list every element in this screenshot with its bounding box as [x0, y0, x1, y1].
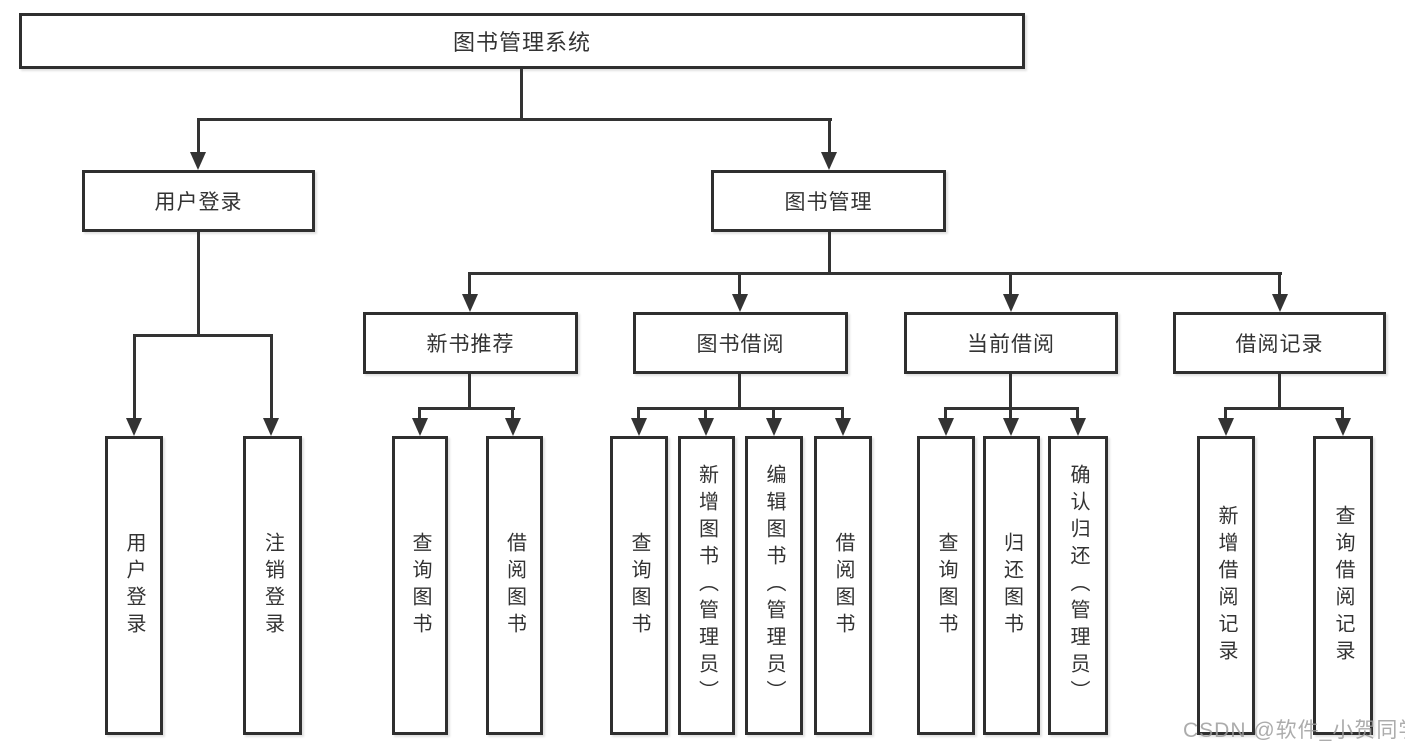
connector-line — [468, 374, 471, 408]
connector-line — [1341, 407, 1344, 420]
arrowhead-down-icon — [263, 418, 279, 436]
connector-line — [133, 334, 273, 337]
connector-line — [1076, 407, 1079, 420]
connector-line — [637, 407, 844, 410]
arrowhead-down-icon — [190, 152, 206, 170]
leaf-user-login: 用户登录 — [105, 436, 163, 735]
arrowhead-down-icon — [462, 294, 478, 312]
arrowhead-down-icon — [505, 418, 521, 436]
arrowhead-down-icon — [1070, 418, 1086, 436]
arrowhead-down-icon — [1218, 418, 1234, 436]
leaf-return-book: 归还图书 — [983, 436, 1040, 735]
connector-line — [944, 407, 947, 420]
node-root: 图书管理系统 — [19, 13, 1025, 69]
arrowhead-down-icon — [412, 418, 428, 436]
connector-line — [1009, 374, 1012, 408]
connector-line — [1009, 407, 1012, 420]
arrowhead-down-icon — [1335, 418, 1351, 436]
connector-line — [637, 407, 640, 420]
arrowhead-down-icon — [938, 418, 954, 436]
connector-line — [1224, 407, 1344, 410]
connector-line — [197, 232, 200, 335]
arrowhead-down-icon — [1272, 294, 1288, 312]
leaf-logout: 注销登录 — [243, 436, 302, 735]
connector-line — [1224, 407, 1227, 420]
leaf-borrow-books-rec: 借阅图书 — [486, 436, 543, 735]
connector-line — [828, 232, 831, 273]
connector-line — [738, 374, 741, 408]
connector-line — [197, 118, 832, 121]
arrowhead-down-icon — [698, 418, 714, 436]
connector-line — [468, 272, 471, 296]
leaf-add-borrow-record: 新增借阅记录 — [1197, 436, 1255, 735]
node-new-book-rec: 新书推荐 — [363, 312, 578, 374]
watermark-text: CSDN @软件_小贺同学 — [1183, 719, 1405, 742]
connector-line — [738, 272, 741, 296]
connector-line — [828, 118, 831, 154]
connector-line — [197, 118, 200, 154]
connector-line — [704, 407, 707, 420]
connector-line — [772, 407, 775, 420]
connector-line — [511, 407, 514, 420]
arrowhead-down-icon — [835, 418, 851, 436]
arrowhead-down-icon — [1003, 294, 1019, 312]
connector-line — [133, 334, 136, 418]
arrowhead-down-icon — [631, 418, 647, 436]
leaf-add-book-admin: 新增图书（管理员） — [678, 436, 735, 735]
node-book-borrow: 图书借阅 — [633, 312, 848, 374]
leaf-query-books-current: 查询图书 — [917, 436, 975, 735]
connector-line — [841, 407, 844, 420]
arrowhead-down-icon — [821, 152, 837, 170]
arrowhead-down-icon — [766, 418, 782, 436]
connector-line — [520, 69, 523, 119]
leaf-edit-book-admin: 编辑图书（管理员） — [745, 436, 803, 735]
connector-line — [419, 407, 515, 410]
node-book-mgmt: 图书管理 — [711, 170, 946, 232]
arrowhead-down-icon — [126, 418, 142, 436]
connector-line — [1278, 374, 1281, 408]
leaf-confirm-return-admin: 确认归还（管理员） — [1048, 436, 1108, 735]
connector-line — [270, 334, 273, 418]
leaf-query-books-borrow: 查询图书 — [610, 436, 668, 735]
connector-line — [418, 407, 421, 420]
node-borrow-records: 借阅记录 — [1173, 312, 1386, 374]
node-current-borrow: 当前借阅 — [904, 312, 1118, 374]
leaf-query-borrow-record: 查询借阅记录 — [1313, 436, 1373, 735]
arrowhead-down-icon — [732, 294, 748, 312]
arrowhead-down-icon — [1003, 418, 1019, 436]
connector-line — [469, 272, 1282, 275]
connector-line — [1009, 272, 1012, 296]
connector-line — [1278, 272, 1281, 296]
leaf-borrow-books: 借阅图书 — [814, 436, 872, 735]
node-user-login: 用户登录 — [82, 170, 315, 232]
leaf-query-books-rec: 查询图书 — [392, 436, 448, 735]
